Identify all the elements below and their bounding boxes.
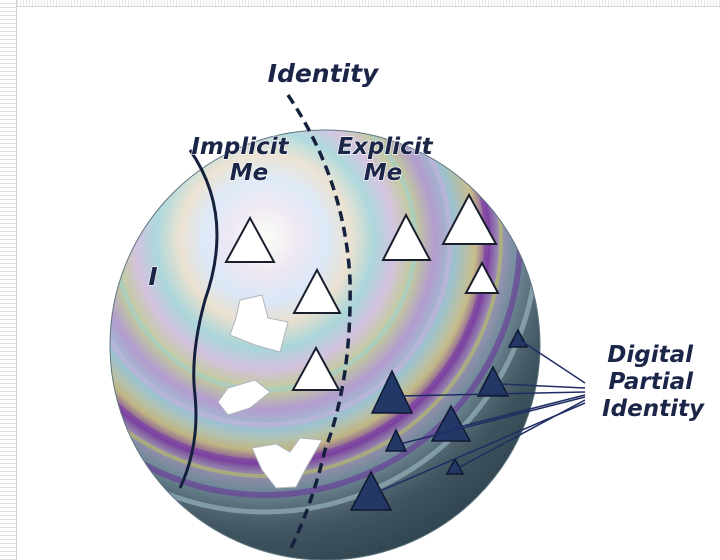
- digital-connector-lines: [377, 339, 586, 493]
- implicit-me-label-line2: Me: [230, 160, 269, 186]
- white-triangle: [224, 215, 276, 263]
- white-triangle: [464, 260, 500, 294]
- dark-triangle: [370, 369, 414, 414]
- white-triangle: [441, 192, 498, 245]
- white-triangle: [292, 267, 342, 314]
- white-triangle: [381, 212, 432, 261]
- dark-triangle: [430, 404, 472, 442]
- identity-title: Identity: [268, 59, 380, 88]
- dark-triangle: [507, 328, 529, 348]
- explicit-white-triangles: [381, 192, 500, 294]
- slide-top-border: [0, 0, 720, 7]
- dark-triangle: [384, 428, 408, 452]
- i-label: I: [148, 262, 157, 291]
- white-triangle: [291, 345, 341, 391]
- dark-triangle: [476, 365, 510, 397]
- digital-dark-triangles: [349, 328, 529, 511]
- implicit-me-label-line1: Implicit: [191, 134, 289, 160]
- slide-left-border: [0, 0, 17, 560]
- i-boundary-curve: [178, 149, 219, 489]
- explicit-me-label-line1: Explicit: [337, 134, 433, 160]
- white-blob: [229, 294, 289, 353]
- digital-partial-identity-line1: Digital: [607, 342, 694, 368]
- explicit-me-label-line2: Me: [364, 160, 403, 186]
- identity-boundary-dashed-curve: [286, 94, 352, 551]
- implicit-white-blobs: [217, 294, 323, 489]
- white-blob: [217, 379, 271, 416]
- dark-triangle: [445, 457, 465, 475]
- implicit-white-triangles: [224, 215, 342, 391]
- digital-partial-identity-line2: Partial: [608, 369, 694, 395]
- digital-partial-identity-line3: Identity: [602, 396, 705, 422]
- white-blob: [251, 437, 323, 489]
